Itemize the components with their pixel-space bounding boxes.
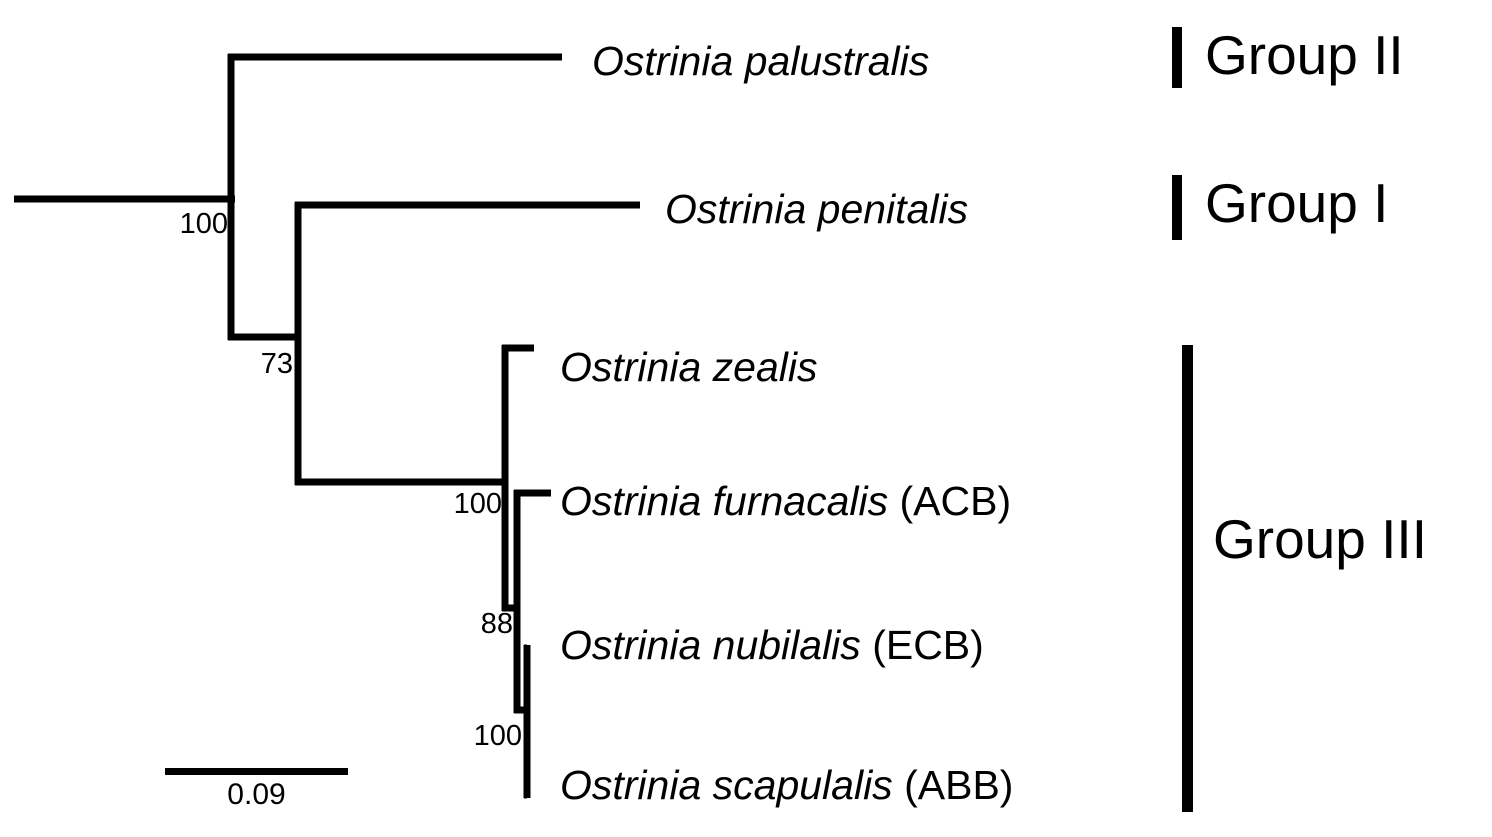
strain-code: (ACB) <box>899 478 1012 524</box>
bootstrap-value-node-88: 88 <box>480 608 513 640</box>
species-name: Ostrinia penitalis <box>665 186 969 232</box>
scale-bar-label: 0.09 <box>227 778 286 811</box>
strain-code: (ECB) <box>872 622 984 668</box>
bootstrap-value-group3-root: 100 <box>453 488 502 520</box>
scale-bar-line <box>165 768 348 775</box>
group-bracket-group-3 <box>1182 345 1193 812</box>
group-bracket-group-1 <box>1172 175 1182 240</box>
species-name: Ostrinia zealis <box>560 344 818 390</box>
taxon-label-furnacalis: Ostrinia furnacalis (ACB) <box>560 481 1011 522</box>
taxon-label-zealis: Ostrinia zealis <box>560 347 817 388</box>
bootstrap-value-root-node: 100 <box>179 208 228 240</box>
taxon-label-nubilalis: Ostrinia nubilalis (ECB) <box>560 625 984 666</box>
taxon-label-penitalis: Ostrinia penitalis <box>665 189 968 230</box>
taxon-label-scapulalis: Ostrinia scapulalis (ABB) <box>560 765 1013 806</box>
bootstrap-value-node-73: 73 <box>260 348 293 380</box>
species-name: Ostrinia palustralis <box>592 38 930 84</box>
group-label-group-1: Group I <box>1205 172 1389 234</box>
species-name: Ostrinia nubilalis <box>560 622 861 668</box>
species-name: Ostrinia furnacalis <box>560 478 889 524</box>
bootstrap-value-node-100-lower: 100 <box>473 720 522 752</box>
group-label-group-3: Group III <box>1213 508 1427 570</box>
group-label-group-2: Group II <box>1205 24 1404 86</box>
strain-code: (ABB) <box>904 762 1014 808</box>
taxon-label-palustralis: Ostrinia palustralis <box>592 41 929 82</box>
group-bracket-group-2 <box>1172 27 1182 88</box>
species-name: Ostrinia scapulalis <box>560 762 893 808</box>
